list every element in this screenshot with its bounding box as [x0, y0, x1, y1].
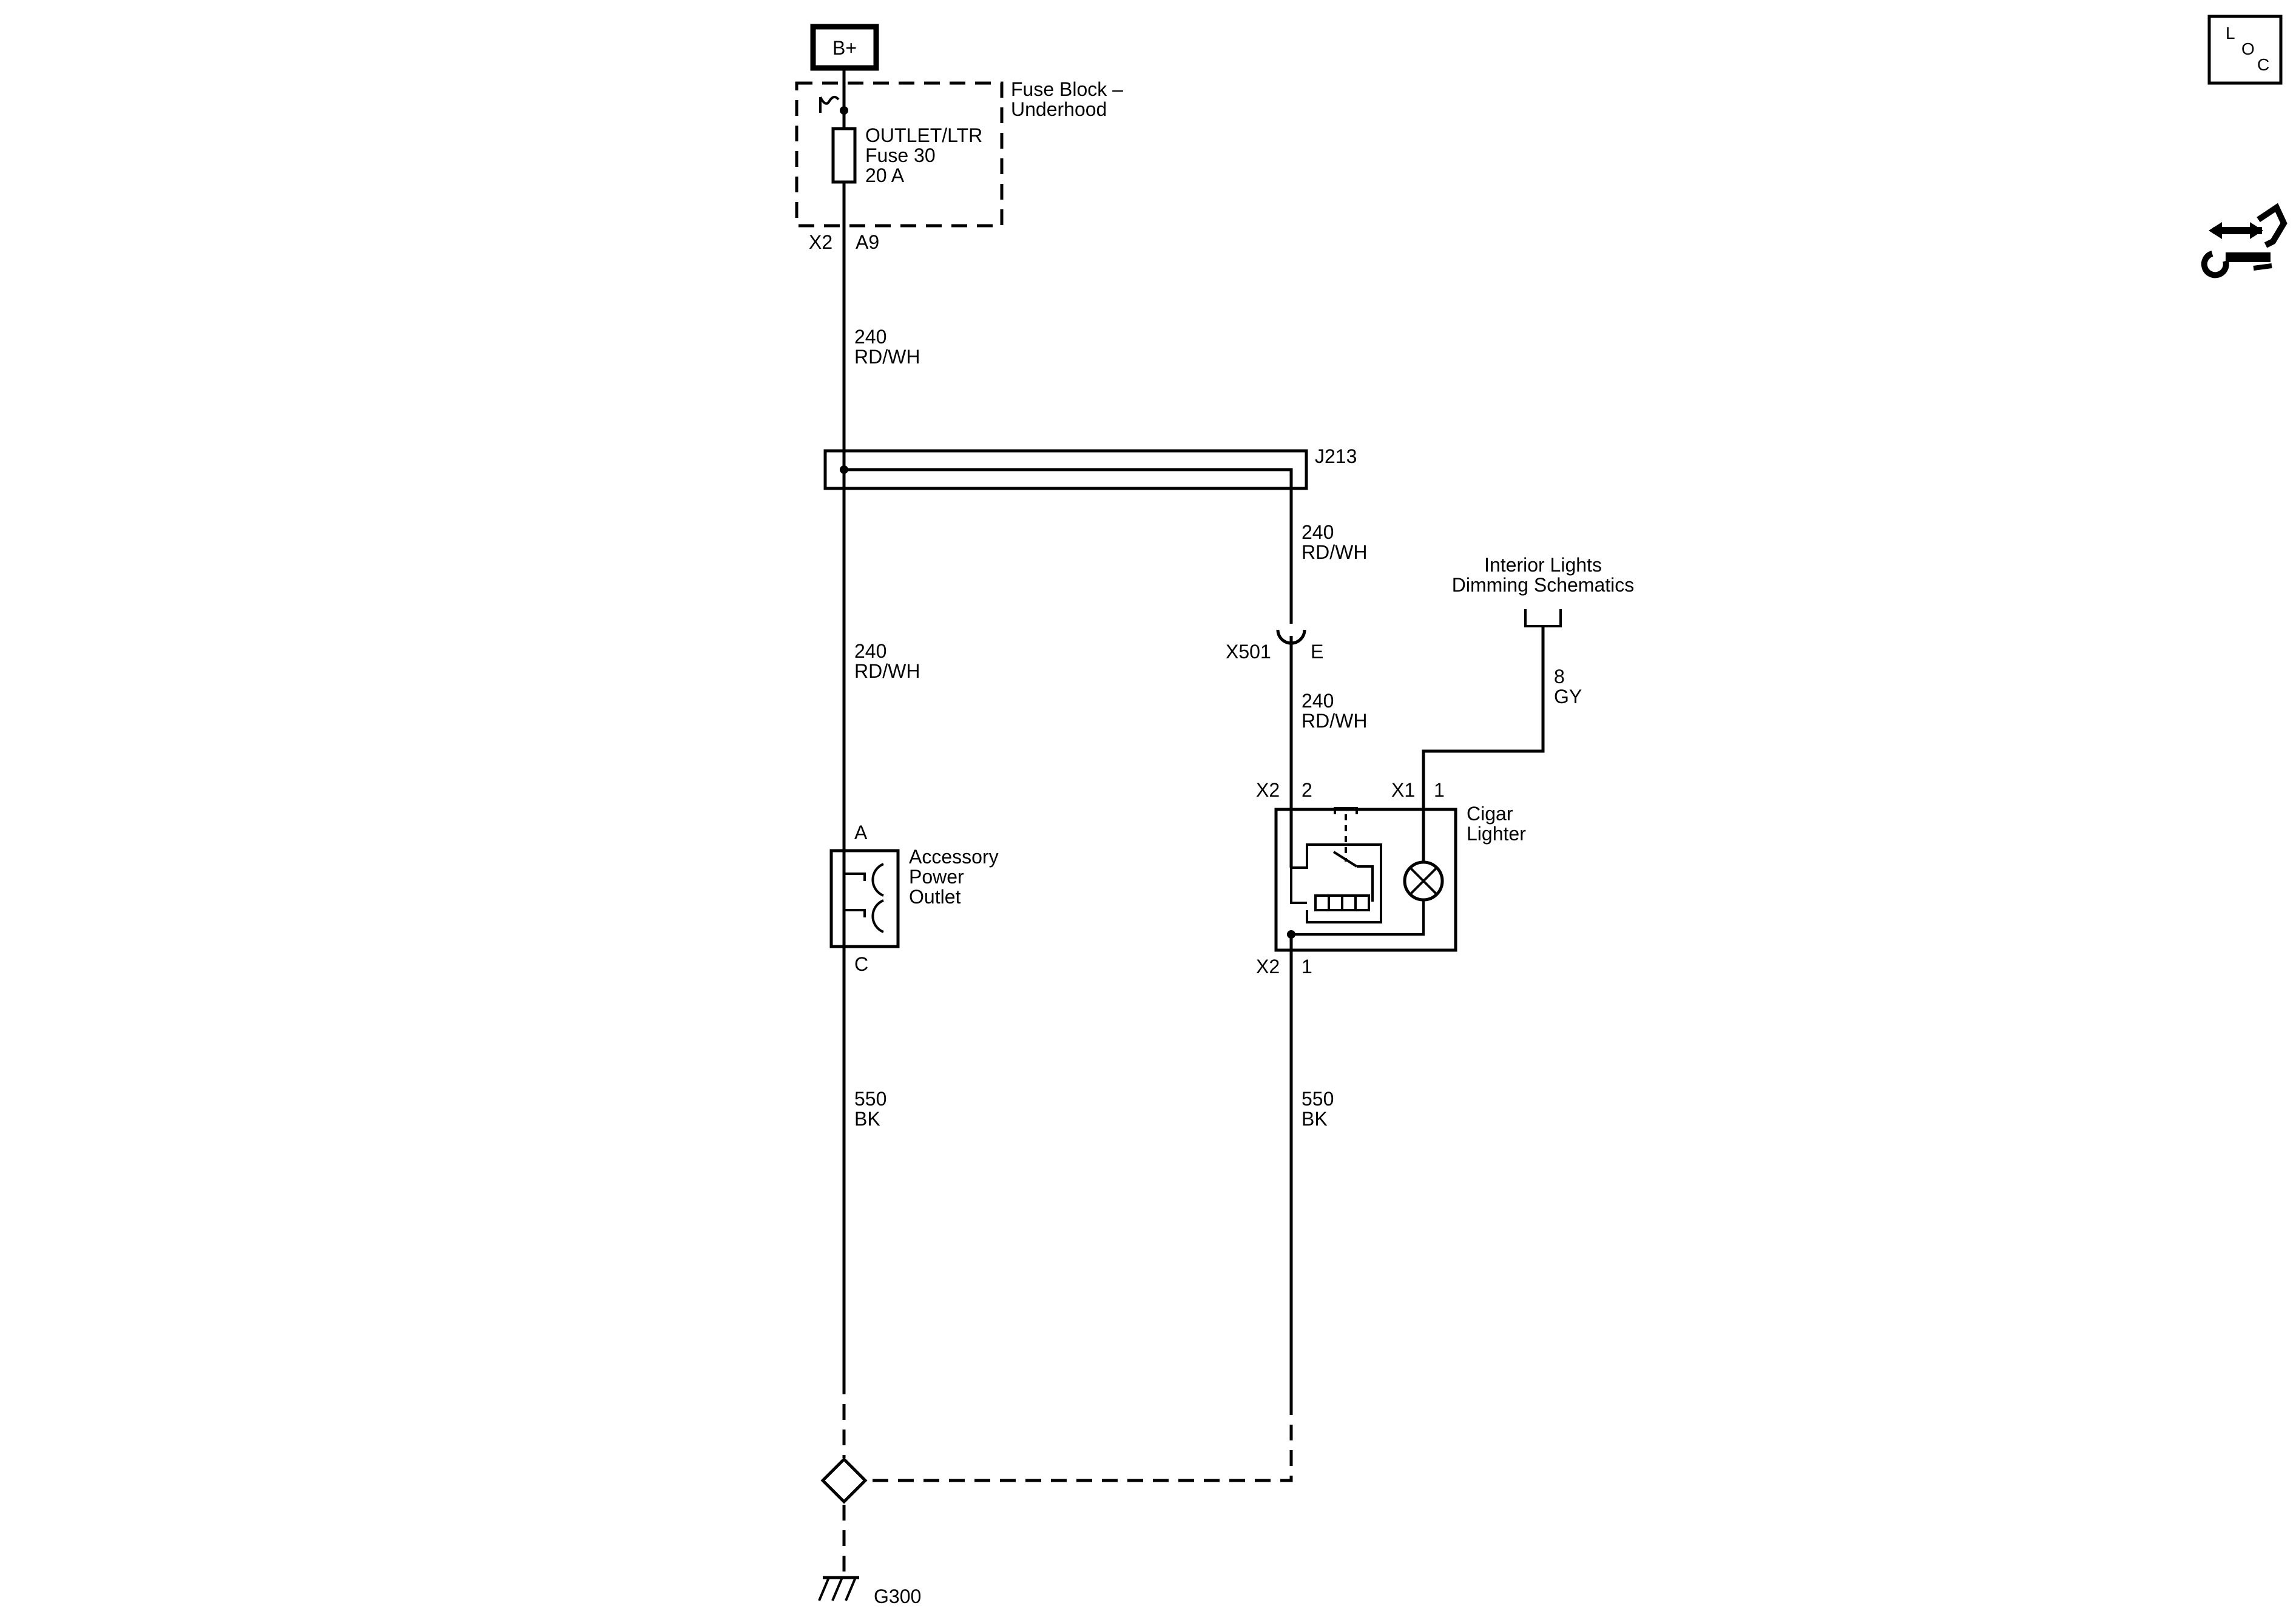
wire-label-outlet-ground-circuit: 550 — [854, 1088, 886, 1110]
locator-o: O — [2241, 39, 2255, 58]
ground-g300-icon: G300 — [818, 1576, 921, 1607]
dimming-ref-line2: Dimming Schematics — [1452, 574, 1635, 596]
lighter-lamp-icon — [1291, 809, 1444, 936]
service-info-icon[interactable] — [2201, 203, 2288, 279]
fuse-connector-label: X2 — [809, 231, 832, 253]
wire-label-lighter-ground-color: BK — [1302, 1108, 1328, 1130]
lighter-x1-conn: X1 — [1391, 779, 1415, 801]
fuse-block-underhood: Fuse Block – Underhood OUTLET/LTR Fuse 3… — [795, 78, 1123, 253]
wire-label-splice-color: RD/WH — [1302, 541, 1367, 563]
lighter-label-1: Cigar — [1467, 803, 1513, 825]
splice-j213: J213 — [823, 445, 1357, 624]
locator-l: L — [2226, 24, 2235, 42]
lighter-x2-pin-power: 2 — [1302, 779, 1312, 801]
x501-pin-label: E — [1311, 641, 1323, 663]
lighter-label-2: Lighter — [1467, 823, 1526, 845]
fuse-name: OUTLET/LTR — [865, 124, 982, 146]
wire-label-lighter-color: RD/WH — [1302, 710, 1367, 732]
lighter-x1-pin: 1 — [1434, 779, 1445, 801]
outlet-pin-c: C — [854, 953, 868, 975]
right-ground-wire — [865, 950, 1293, 1482]
lighter-x2-conn-bottom: X2 — [1256, 956, 1280, 977]
dimming-schematic-ref: Interior Lights Dimming Schematics 8 GY — [1422, 554, 1635, 809]
wire-label-feed-color: RD/WH — [854, 346, 920, 368]
wire-label-outlet-circuit: 240 — [854, 640, 886, 662]
ground-splice-diamond — [820, 1457, 868, 1504]
fuse-block-title-1: Fuse Block – — [1011, 78, 1123, 100]
lighter-x2-pin-ground: 1 — [1302, 956, 1312, 977]
wire-label-feed-circuit: 240 — [854, 326, 886, 348]
wire-label-lighter-ground-circuit: 550 — [1302, 1088, 1334, 1110]
wire-label-outlet-color: RD/WH — [854, 660, 920, 682]
wire-label-dimming-circuit: 8 — [1554, 666, 1565, 687]
inline-connector-x501: X501 E — [1226, 629, 1323, 809]
wire-label-splice-circuit: 240 — [1302, 521, 1334, 543]
locator-c: C — [2257, 55, 2269, 74]
cigar-lighter: X2 2 X1 1 Cigar Lighter X2 1 — [1256, 779, 1526, 977]
wire-label-outlet-ground-color: BK — [854, 1108, 880, 1130]
dimming-ref-line1: Interior Lights — [1484, 554, 1602, 576]
b-plus-terminal: B+ — [810, 24, 879, 71]
fuse-number: Fuse 30 — [865, 144, 936, 166]
outlet-pin-a: A — [854, 822, 868, 843]
accessory-power-outlet: A C Accessory Power Outlet — [829, 822, 999, 975]
fuse-block-title-2: Underhood — [1011, 98, 1107, 120]
outlet-label-3: Outlet — [909, 886, 961, 908]
x501-label: X501 — [1226, 641, 1271, 663]
outlet-label-2: Power — [909, 866, 964, 888]
wire-label-dimming-color: GY — [1554, 686, 1582, 707]
splice-label: J213 — [1315, 445, 1357, 467]
locator-icon[interactable]: L O C — [2207, 15, 2283, 85]
fuse-pin-label: A9 — [856, 231, 879, 253]
fuse-rating: 20 A — [865, 164, 905, 186]
b-plus-label: B+ — [832, 37, 857, 59]
lighter-x2-conn-top: X2 — [1256, 779, 1280, 801]
ground-label: G300 — [874, 1585, 921, 1607]
wire-label-lighter-circuit: 240 — [1302, 690, 1334, 712]
outlet-label-1: Accessory — [909, 846, 999, 868]
fuse-icon — [819, 95, 857, 184]
lighter-heating-element-icon — [1289, 807, 1382, 923]
